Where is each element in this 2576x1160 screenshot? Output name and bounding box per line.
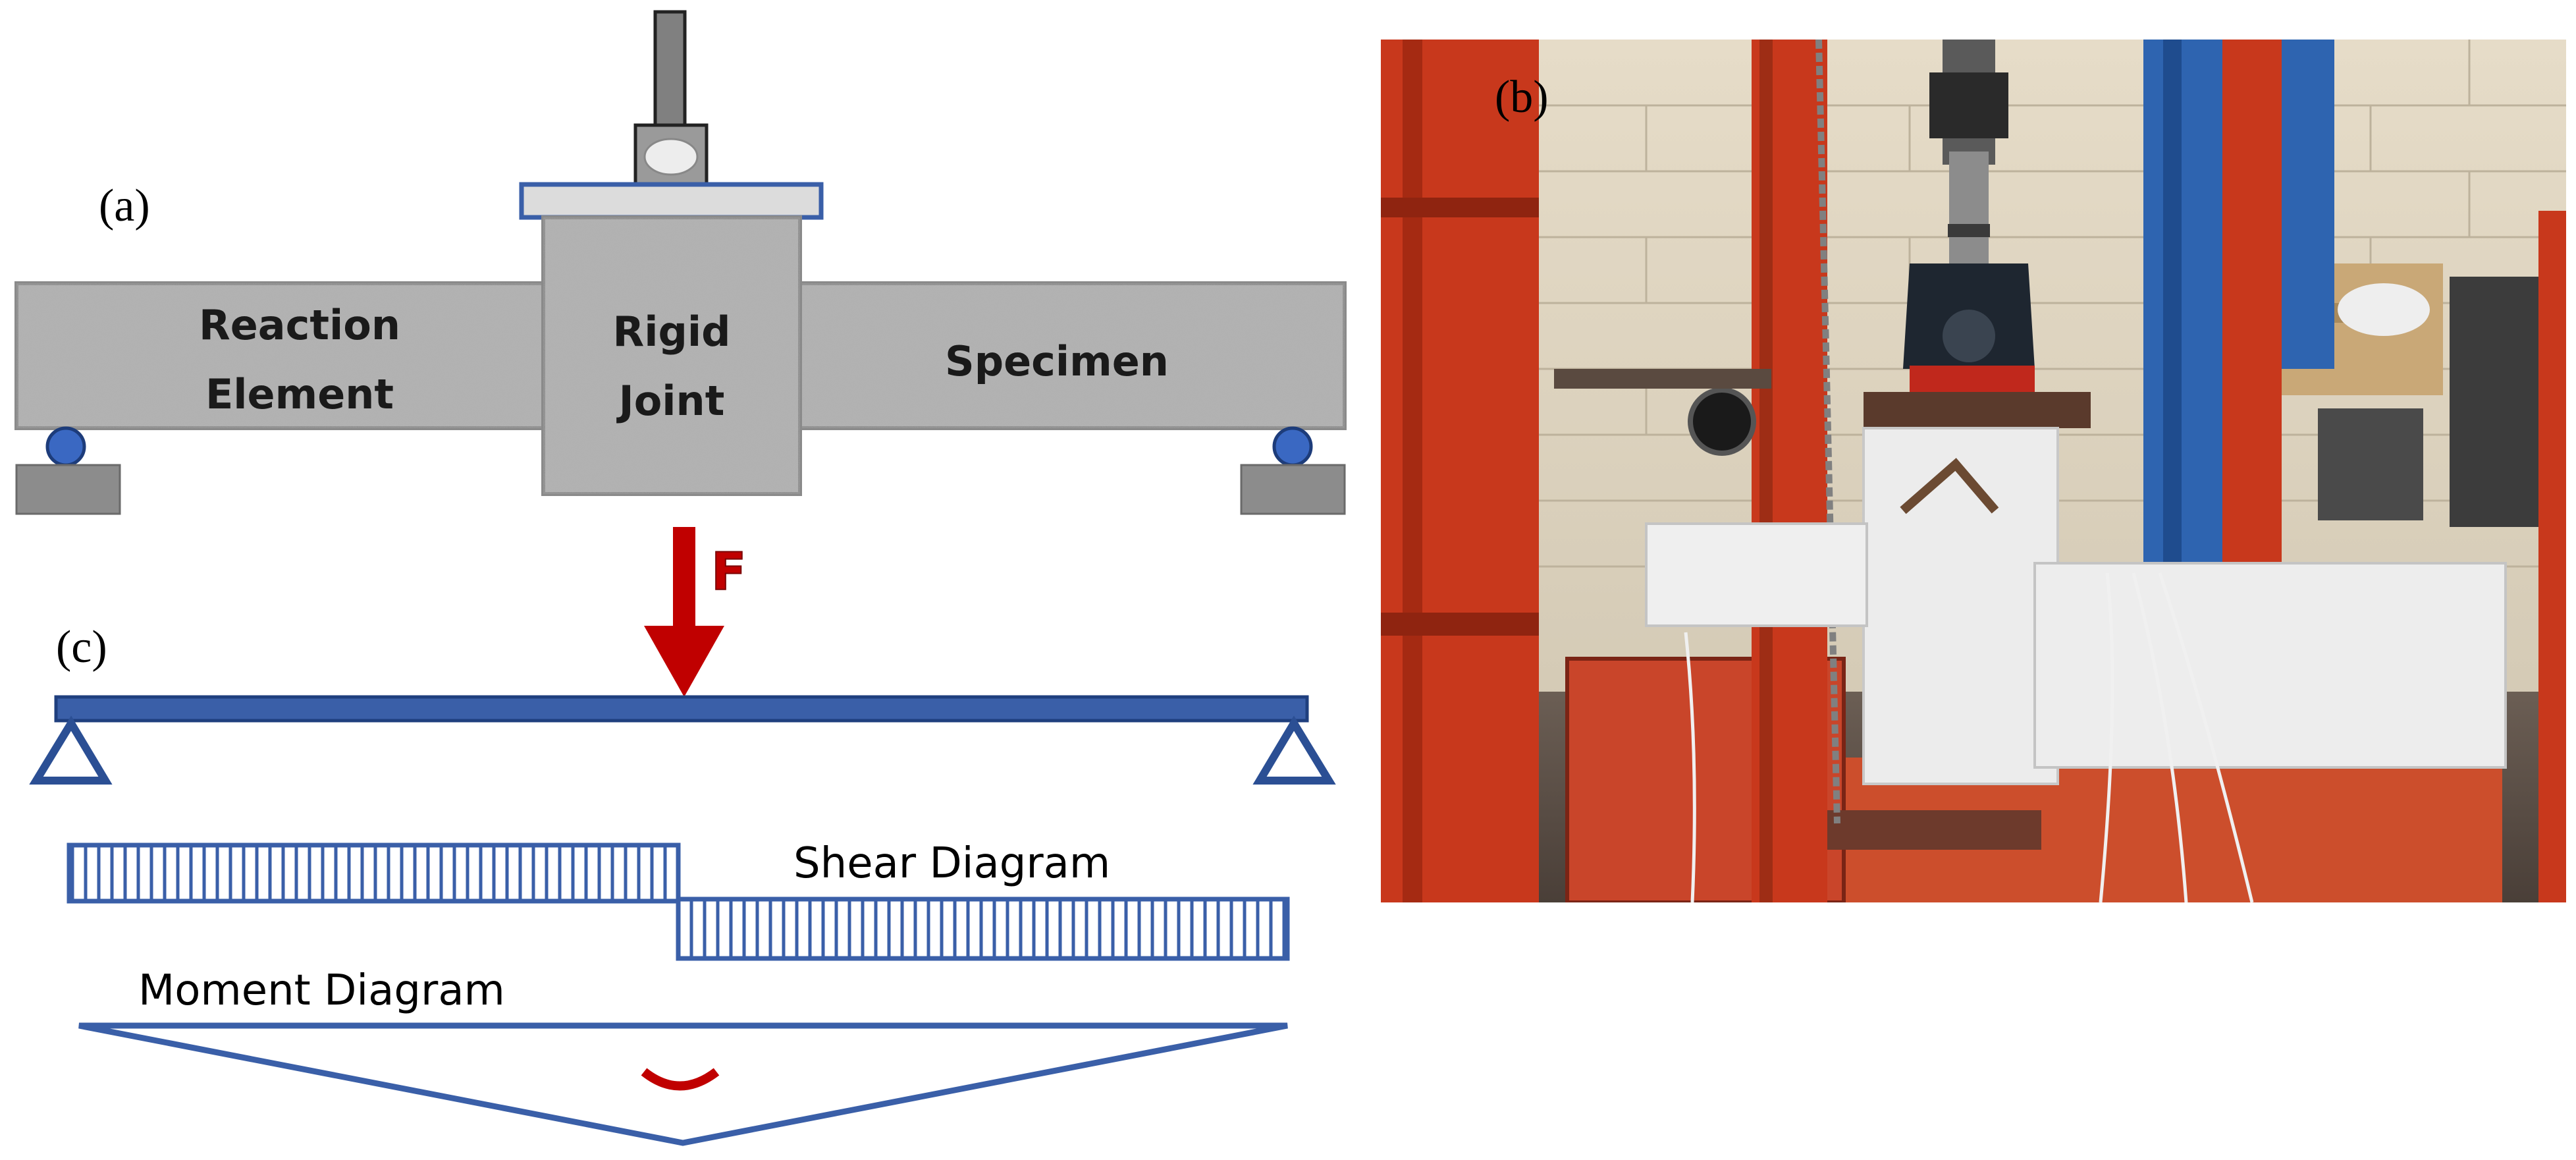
shear-diagram-label: Shear Diagram [793,839,1110,888]
right-pin-support [1252,715,1336,785]
right-roller-support [1240,426,1346,515]
left-roller-support [15,426,121,515]
specimen-label: Specimen [945,337,1169,385]
shear-negative-region [676,897,1290,961]
left-pin-support [29,715,113,785]
force-arrow [644,527,724,697]
rigid-joint-block [541,215,802,496]
photo-left-beam [1645,522,1868,627]
loading-plate [519,182,824,220]
panel-a-label: (a) [99,180,150,231]
curvature-arc [641,1068,720,1091]
rigid-joint-label-line2: Joint [616,377,725,425]
reaction-label-line1: Reaction [199,301,400,349]
actuator-rod [653,10,687,132]
photo-rebar [1900,458,1999,514]
actuator-pin [643,138,699,176]
panel-a-beam-schematic: (a) Reaction Element Rigid Joint Specime… [14,10,1347,515]
panel-b-label: (b) [1495,72,1549,123]
force-label: F [711,543,746,602]
wall-reel [1688,387,1756,456]
far-right-red-column [2538,211,2566,902]
panel-c-label: (c) [56,622,107,673]
photo-joint-block [1862,427,2059,785]
specimen-beam [798,281,1347,430]
beam-bar [54,695,1309,723]
panel-b-test-photo [1381,40,2566,902]
rigid-joint-label-line1: Rigid [612,308,730,356]
hanging-chain [1815,40,1840,824]
shear-positive-region [67,842,681,904]
reaction-element-beam [14,281,545,430]
instrumentation-wires [1684,572,2254,902]
photo-right-beam [2033,562,2507,769]
panel-c-structural-diagrams: (c) F Shear Diagram Moment Diagram [29,527,1336,1146]
reaction-label-line2: Element [205,370,394,418]
moment-diagram-label: Moment Diagram [138,966,505,1015]
